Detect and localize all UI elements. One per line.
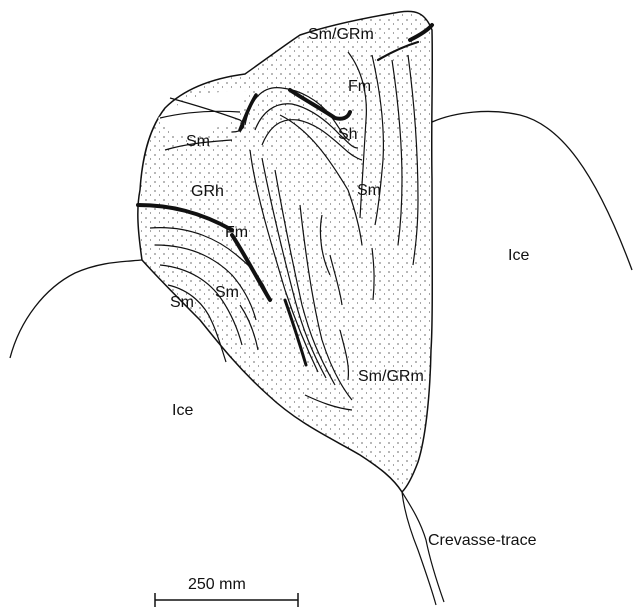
scale-bar	[155, 593, 298, 607]
label-sm-grm-top: Sm/GRm	[308, 27, 374, 43]
scale-bar-label: 250 mm	[188, 577, 246, 593]
ice-surface-left	[10, 260, 142, 358]
label-crevasse-trace: Crevasse-trace	[428, 533, 536, 549]
label-ice-left: Ice	[172, 403, 193, 419]
label-grh: GRh	[191, 184, 224, 200]
label-fm-top: Fm	[348, 79, 371, 95]
ice-surface-right	[432, 111, 632, 270]
label-sh: Sh	[338, 127, 358, 143]
label-fm-mid: Fm	[225, 225, 248, 241]
label-sm-lower-1: Sm	[170, 295, 194, 311]
label-sm-upper-left: Sm	[186, 134, 210, 150]
label-sm-grm-bottom: Sm/GRm	[358, 369, 424, 385]
crevasse-fill-body	[138, 11, 432, 492]
label-sm-lower-2: Sm	[215, 285, 239, 301]
label-sm-mid: Sm	[357, 183, 381, 199]
label-ice-right: Ice	[508, 248, 529, 264]
